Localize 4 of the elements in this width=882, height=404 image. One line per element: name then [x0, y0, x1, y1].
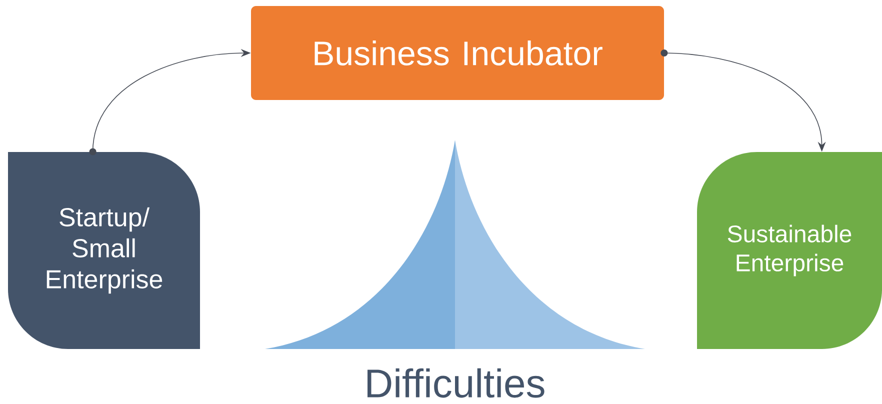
- process-box: Startup/ Small Enterprise: [8, 152, 200, 349]
- process-box: Sustainable Enterprise: [697, 152, 882, 349]
- caption: Difficulties: [368, 368, 544, 398]
- process-box: Business Incubator: [251, 6, 664, 100]
